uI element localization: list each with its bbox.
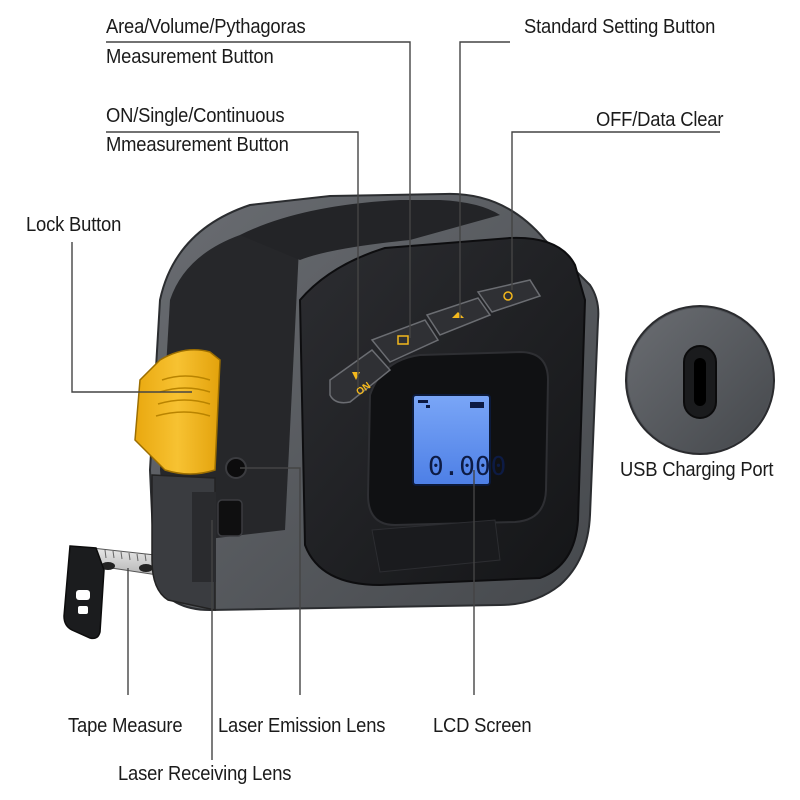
label-lcd-screen: LCD Screen [433,715,532,737]
label-on-single-line1: ON/Single/Continuous [106,105,285,127]
area-volume-button[interactable] [370,319,440,363]
leader-lines [71,41,720,760]
area-icon [397,335,409,345]
setting-arrow-icon [452,312,464,318]
lcd-screen: 0.000 [412,394,506,486]
tape-hook [63,545,105,640]
usb-port-inset [625,305,775,455]
label-usb-port: USB Charging Port [620,459,774,481]
label-laser-receiving: Laser Receiving Lens [118,763,292,785]
power-icon [503,291,513,301]
lock-button[interactable] [134,349,221,475]
lcd-reading: 0.000 [428,452,506,482]
label-area-volume-line2: Measurement Button [106,46,274,68]
label-on-single-line2: Mmeasurement Button [106,134,289,156]
standard-setting-button[interactable] [425,297,492,336]
laser-receiving-lens [217,499,243,537]
label-laser-emission: Laser Emission Lens [218,715,386,737]
label-tape-measure: Tape Measure [68,715,183,737]
battery-icon [470,402,484,408]
label-area-volume-line1: Area/Volume/Pythagoras [106,16,306,38]
label-lock-button: Lock Button [26,214,122,236]
label-standard-setting: Standard Setting Button [524,16,716,38]
label-off-data-clear: OFF/Data Clear [596,109,724,131]
